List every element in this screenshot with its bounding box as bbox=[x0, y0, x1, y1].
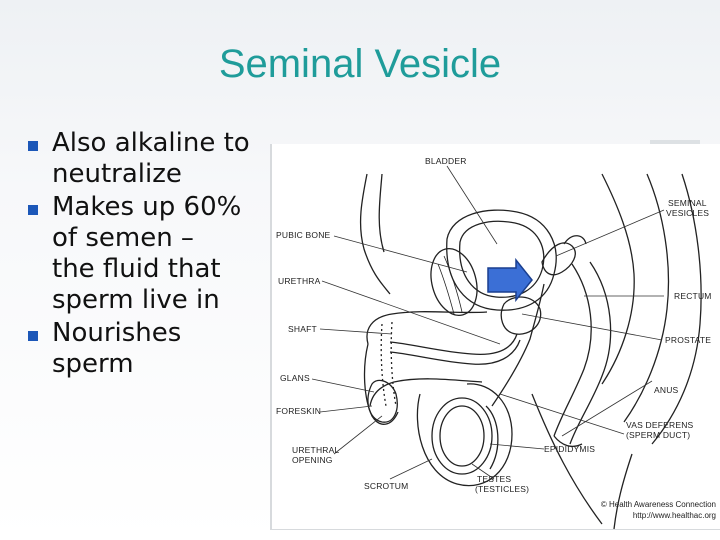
label-seminal-vesicles-2: VESICLES bbox=[666, 208, 710, 218]
label-anus: ANUS bbox=[654, 385, 679, 395]
bullet-line: Also alkaline to bbox=[52, 128, 250, 158]
label-testes: TESTES bbox=[477, 474, 512, 484]
bullet-line: sperm live in bbox=[52, 285, 220, 315]
label-vas-deferens-2: (SPERM DUCT) bbox=[626, 430, 691, 440]
label-urethral-opening: URETHRAL bbox=[292, 445, 340, 455]
label-urethral-opening-2: OPENING bbox=[292, 455, 333, 465]
label-seminal-vesicles: SEMINAL bbox=[668, 198, 707, 208]
label-epididymis: EPIDIDYMIS bbox=[544, 444, 596, 454]
copyright-line: © Health Awareness Connection bbox=[600, 500, 716, 509]
label-shaft: SHAFT bbox=[288, 324, 317, 334]
copyright-url: http://www.healthac.org bbox=[632, 511, 716, 520]
label-scrotum: SCROTUM bbox=[364, 481, 409, 491]
bullet-item: Makes up 60% of semen – the fluid that s… bbox=[28, 192, 273, 316]
label-glans: GLANS bbox=[280, 373, 310, 383]
bullet-item: Also alkaline to neutralize bbox=[28, 128, 273, 190]
bullet-item: Nourishes sperm bbox=[28, 318, 273, 380]
label-pubic-bone: PUBIC BONE bbox=[276, 230, 331, 240]
copyright-notice: © Health Awareness Connection http://www… bbox=[601, 499, 716, 521]
bullet-line: the fluid that bbox=[52, 254, 221, 284]
bullet-line: Nourishes bbox=[52, 318, 182, 348]
bullet-list: Also alkaline to neutralize Makes up 60%… bbox=[28, 128, 273, 382]
label-testes-2: (TESTICLES) bbox=[475, 484, 530, 494]
bullet-square-icon bbox=[28, 331, 38, 341]
anatomy-diagram: BLADDER SEMINAL VESICLES PUBIC BONE URET… bbox=[270, 144, 720, 530]
bullet-line: neutralize bbox=[52, 159, 182, 189]
label-rectum: RECTUM bbox=[674, 291, 712, 301]
bullet-square-icon bbox=[28, 205, 38, 215]
highlight-arrow-icon bbox=[487, 257, 533, 303]
decorative-bar bbox=[650, 140, 700, 146]
label-prostate: PROSTATE bbox=[665, 335, 712, 345]
label-bladder: BLADDER bbox=[425, 156, 467, 166]
bullet-line: sperm bbox=[52, 349, 134, 379]
bullet-line: Makes up 60% bbox=[52, 192, 242, 222]
anatomy-drawing bbox=[311, 165, 702, 529]
label-urethra: URETHRA bbox=[278, 276, 321, 286]
bullet-square-icon bbox=[28, 141, 38, 151]
bullet-line: of semen – bbox=[52, 223, 194, 253]
slide-title: Seminal Vesicle bbox=[218, 42, 502, 86]
label-vas-deferens: VAS DEFERENS bbox=[626, 420, 694, 430]
label-foreskin: FORESKIN bbox=[276, 406, 322, 416]
